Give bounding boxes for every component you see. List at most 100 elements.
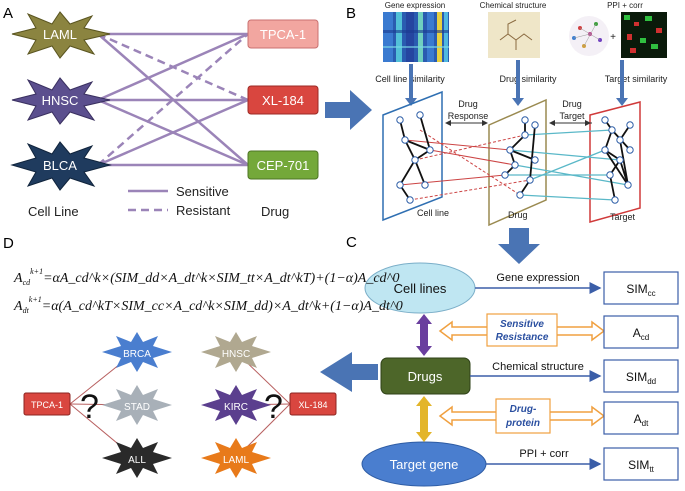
sim-dd-base: SIM [626,370,647,384]
panel-b-label: B [346,5,356,22]
sim-cc-sub: cc [648,289,656,298]
plane-drug [488,98,547,227]
drug-label-xl: XL-184 [262,93,304,108]
svg-text:SIMcc: SIMcc [626,282,655,298]
plane-label-drug: Drug [508,210,528,220]
cancer-label-hnsc: HNSC [42,93,79,108]
bipartite-edges [399,129,629,201]
d-drug-xl-label: XL-184 [298,400,327,410]
a-cd-base: A [633,326,641,340]
d-cancer-brca: BRCA [102,332,172,372]
d-cancer-laml: LAML [201,438,271,478]
d-cancer-stad-label: STAD [124,402,150,413]
edge-blca-xl [97,98,249,167]
cell-drug-link [416,314,432,356]
drug-response-label-2: Response [448,111,489,121]
graph-nodes [396,111,634,204]
drug-label-cep: CEP-701 [257,158,310,173]
node-drugs-label: Drugs [408,369,443,384]
panel-a-label: A [3,5,13,22]
plus-sign: + [610,32,616,43]
drug-response-label-1: Drug [458,99,478,109]
output-sim-cc: SIMcc [603,271,679,305]
box-sensitive-resistance [486,313,558,347]
equation-2: Adtk+1=α(A_cd^kT×SIM_cc×A_cd^k×SIM_dd)×A… [13,295,403,315]
label-ppi-corr: PPI + corr [519,448,569,460]
d-cancer-kirc: KIRC [201,385,271,425]
d-cancer-all: ALL [102,438,172,478]
d-cancer-hnsc: HNSC [201,332,271,372]
cancer-label-blca: BLCA [43,158,77,173]
question-mark-left: ? [80,388,99,426]
plane-label-target: Target [610,212,636,222]
output-a-dt: Adt [603,401,679,435]
d-cancer-kirc-label: KIRC [224,402,248,413]
gene-expression-heatmap [383,12,449,62]
cancer-node-blca: BLCA [10,141,112,191]
d-cancer-hnsc-label: HNSC [222,349,250,360]
cancer-node-laml: LAML [11,11,111,59]
output-a-cd: Acd [603,315,679,349]
correlation-matrix-image [621,12,667,58]
question-mark-right: ? [264,388,283,426]
sim-dd-sub: dd [647,377,656,386]
ppi-network-image [569,16,609,56]
svg-text:Acd: Acd [633,326,649,342]
footer-cell-line: Cell Line [28,204,79,219]
drug-node-cep: CEP-701 [247,150,319,180]
a-dt-sub: dt [642,419,649,428]
box-drug-protein [495,398,551,434]
source-chemical-structure: Chemical structure [480,1,547,10]
svg-text:Adt: Adt [634,412,649,428]
source-ppi-corr: PPI + corr [607,1,643,10]
a-dt-base: A [634,412,642,426]
drug-label-tpca: TPCA-1 [260,27,306,42]
arrow-a-to-b [325,90,372,130]
source-gene-expression: Gene expression [385,1,445,10]
chemical-structure-image [488,12,540,58]
svg-text:SIMdd: SIMdd [626,370,656,386]
drug-target-label-2: Target [559,111,585,121]
equation-1: Acdk+1=αA_cd^k×(SIM_dd×A_dt^k×SIM_tt×A_d… [13,267,399,287]
drug-target-link [416,396,432,442]
arrow-c-to-d [320,352,378,392]
sim-tt-base: SIM [628,458,649,472]
a-cd-sub: cd [641,333,649,342]
node-target-gene-label: Target gene [390,457,459,472]
drug-node-xl: XL-184 [247,85,319,115]
edge-hnsc-tpca [97,32,249,102]
drug-label-c: Drug- [510,404,537,415]
d-cancer-brca-label: BRCA [123,349,151,360]
plane-target [589,101,641,223]
panel-a-edges [97,32,249,167]
legend-resistant: Resistant [176,203,231,218]
label-chemical-structure: Chemical structure [492,361,584,373]
plane-label-cell-line: Cell line [417,208,449,218]
protein-label: protein [505,418,540,429]
drug-target-label-1: Drug [562,99,582,109]
edge-blca-tpca [97,33,249,166]
panel-c-label: C [346,234,357,251]
panel-b-down-arrows [405,60,628,106]
sim-tt-sub: tt [649,465,654,474]
sim-cc-base: SIM [626,282,647,296]
resistance-label: Resistance [496,332,549,343]
panel-d-label: D [3,235,14,252]
legend-sensitive: Sensitive [176,184,229,199]
d-drug-tpca-label: TPCA-1 [31,400,63,410]
cancer-node-hnsc: HNSC [11,77,111,125]
sensitive-label: Sensitive [500,319,544,330]
d-drug-tpca: TPCA-1 [23,392,71,416]
output-sim-tt: SIMtt [603,447,679,481]
node-cell-lines-label: Cell lines [394,281,447,296]
drug-node-tpca: TPCA-1 [247,19,319,49]
arrow-b-to-c [498,228,540,264]
d-cancer-all-label: ALL [128,455,146,466]
d-cancer-stad: STAD [102,385,172,425]
svg-text:SIMtt: SIMtt [628,458,655,474]
cancer-label-laml: LAML [43,27,77,42]
target-similarity: Target similarity [605,74,668,84]
d-drug-xl: XL-184 [289,392,337,416]
d-cancer-laml-label: LAML [223,455,250,466]
